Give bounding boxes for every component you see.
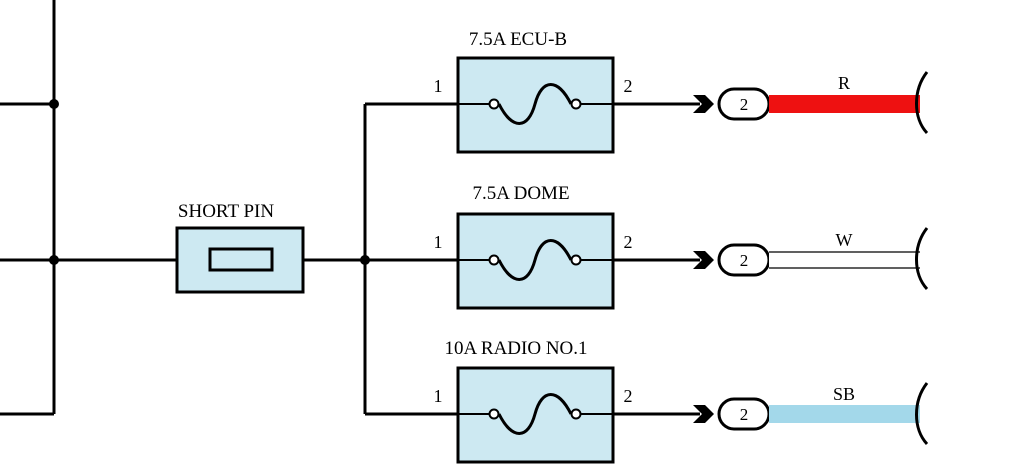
wire-color-label: W (836, 230, 853, 250)
wire-break-icon (915, 227, 929, 291)
fuse-dome: 7.5A DOME 1 2 2 W (365, 183, 929, 310)
fuse-element-icon (497, 239, 573, 281)
connector-number: 2 (740, 251, 749, 270)
wire-w (769, 252, 920, 268)
connector-number: 2 (740, 405, 749, 424)
fuse-terminal (488, 254, 500, 266)
fuse-pin-out: 2 (624, 76, 633, 96)
fuse-terminal (488, 408, 500, 420)
fuse-terminal (570, 408, 582, 420)
fuse-terminal (570, 98, 582, 110)
short-pin: SHORT PIN (175, 201, 305, 294)
fuse-pin-out: 2 (624, 232, 633, 252)
fuse-radio-no1: 10A RADIO NO.1 1 2 2 SB (365, 338, 929, 464)
short-pin-label: SHORT PIN (178, 201, 274, 222)
fuse-pin-in: 1 (434, 386, 443, 406)
junction-dot (49, 99, 59, 109)
fuse-pin-out: 2 (624, 386, 633, 406)
fuse-label: 7.5A DOME (472, 183, 569, 204)
wire-color-label: R (838, 73, 850, 93)
fuse-element-icon (497, 393, 573, 435)
wire-r (769, 95, 920, 113)
connector-arrow-icon (693, 95, 714, 113)
fuse-terminal (570, 254, 582, 266)
fuse-ecu-b: 7.5A ECU-B 1 2 2 R (365, 29, 929, 154)
wire-sb (769, 405, 920, 423)
short-pin-element (208, 247, 274, 272)
fuse-element-icon (497, 83, 573, 125)
fuse-pin-in: 1 (434, 232, 443, 252)
connector-arrow-icon (693, 251, 714, 269)
wire-break-icon (915, 71, 929, 135)
wire-color-label: SB (833, 384, 855, 404)
fuse-pin-in: 1 (434, 76, 443, 96)
fuse-label: 10A RADIO NO.1 (444, 338, 587, 359)
fuse-label: 7.5A ECU-B (469, 29, 567, 50)
connector-arrow-icon (693, 405, 714, 423)
connector-number: 2 (740, 95, 749, 114)
wire-break-icon (915, 382, 929, 446)
fuse-terminal (488, 98, 500, 110)
